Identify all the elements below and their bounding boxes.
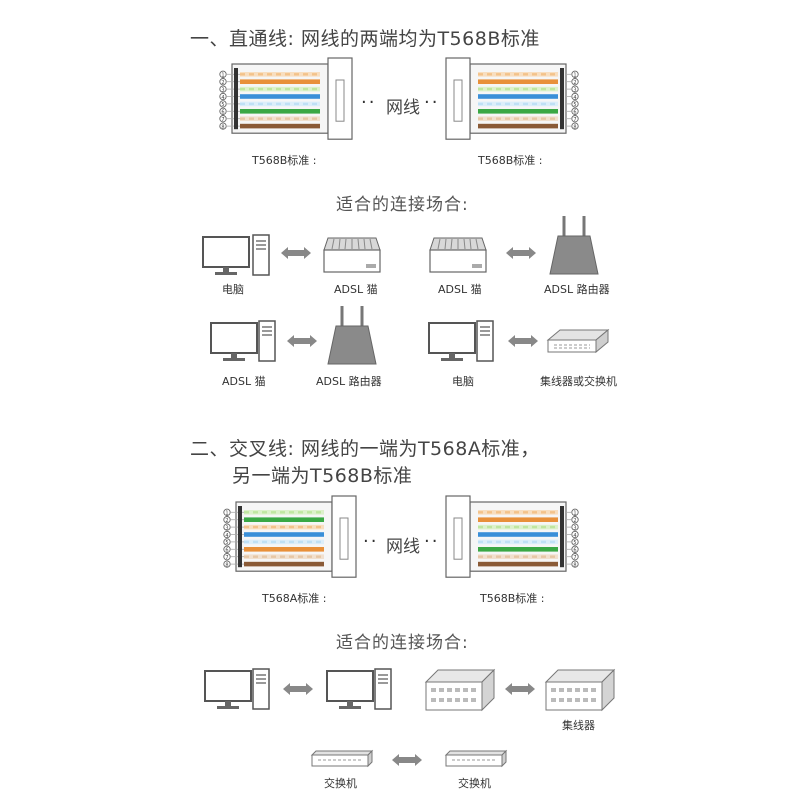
modem-icon [323, 237, 381, 273]
svg-text:8: 8 [573, 124, 576, 130]
section2-heading-line2: 另一端为T568B标准 [232, 465, 413, 487]
monitor-icon [326, 670, 374, 709]
caption-switch-1: 交换机 [324, 777, 357, 790]
switch-icon [444, 749, 508, 768]
right-standard-label-2: T568B标准 : [480, 592, 545, 605]
computer-tower-icon [476, 320, 494, 362]
right-standard-label: T568B标准 : [478, 154, 543, 167]
rj45-connector-left-t568b: 123 45 678 [219, 57, 353, 140]
left-standard-label: T568B标准 : [252, 154, 317, 167]
svg-text:5: 5 [573, 540, 576, 546]
svg-text:1: 1 [221, 73, 224, 79]
caption-computer-2: 电脑 [452, 375, 474, 388]
computer-tower-icon [252, 234, 270, 276]
svg-text:1: 1 [225, 511, 228, 517]
switch-icon [310, 749, 374, 768]
svg-text:8: 8 [573, 562, 576, 568]
svg-text:2: 2 [573, 80, 576, 86]
router-icon [549, 216, 599, 275]
svg-text:4: 4 [225, 533, 228, 539]
svg-text:3: 3 [225, 525, 228, 531]
router-icon [327, 306, 377, 365]
monitor-icon [202, 236, 250, 275]
svg-text:2: 2 [573, 518, 576, 524]
svg-text:1: 1 [573, 73, 576, 79]
rj45-connector-right-t568b: 123 45 678 [445, 57, 579, 140]
dots-right-2: ·· [424, 531, 440, 552]
svg-text:5: 5 [225, 540, 228, 546]
double-arrow-icon [392, 754, 422, 766]
computer-tower-icon [374, 668, 392, 710]
cable-label: 网线 [386, 98, 420, 118]
svg-text:7: 7 [573, 117, 576, 123]
double-arrow-icon [505, 683, 535, 695]
svg-text:6: 6 [221, 110, 224, 116]
svg-text:8: 8 [221, 124, 224, 130]
double-arrow-icon [508, 335, 538, 347]
svg-text:4: 4 [573, 95, 576, 101]
svg-text:8: 8 [225, 562, 228, 568]
svg-text:5: 5 [573, 102, 576, 108]
computer-tower-icon [252, 668, 270, 710]
scenarios-title-1: 适合的连接场合: [336, 195, 469, 215]
caption-hub-or-switch: 集线器或交换机 [540, 375, 617, 388]
svg-text:7: 7 [225, 555, 228, 561]
caption-adsl-router-2: ADSL 路由器 [316, 375, 382, 388]
monitor-icon [210, 322, 258, 361]
svg-text:1: 1 [573, 511, 576, 517]
monitor-icon [204, 670, 252, 709]
caption-switch-2: 交换机 [458, 777, 491, 790]
svg-text:6: 6 [573, 110, 576, 116]
hub-icon [544, 668, 616, 712]
rj45-connector-right-t568b: 123 45 678 [445, 495, 579, 578]
caption-hub: 集线器 [562, 719, 595, 732]
svg-text:4: 4 [573, 533, 576, 539]
svg-text:4: 4 [221, 95, 224, 101]
svg-text:3: 3 [573, 525, 576, 531]
rj45-connector-left-t568a: 123 45 678 [223, 495, 357, 578]
caption-adsl-modem-3: ADSL 猫 [222, 375, 266, 388]
svg-text:5: 5 [221, 102, 224, 108]
scenarios-title-2: 适合的连接场合: [336, 633, 469, 653]
hub-icon [424, 668, 496, 712]
monitor-icon [428, 322, 476, 361]
svg-text:7: 7 [573, 555, 576, 561]
svg-text:7: 7 [221, 117, 224, 123]
section2-heading-line1: 二、交叉线: 网线的一端为T568A标准， [190, 438, 540, 460]
caption-adsl-modem: ADSL 猫 [334, 283, 378, 296]
svg-text:6: 6 [225, 548, 228, 554]
dots-right: ·· [424, 92, 440, 113]
caption-adsl-router: ADSL 路由器 [544, 283, 610, 296]
caption-computer: 电脑 [222, 283, 244, 296]
double-arrow-icon [283, 683, 313, 695]
computer-tower-icon [258, 320, 276, 362]
double-arrow-icon [287, 335, 317, 347]
svg-text:2: 2 [225, 518, 228, 524]
svg-text:6: 6 [573, 548, 576, 554]
dots-left: ·· [361, 92, 377, 113]
dots-left-2: ·· [363, 531, 379, 552]
caption-adsl-modem-2: ADSL 猫 [438, 283, 482, 296]
switch-icon [546, 328, 610, 354]
section1-heading: 一、直通线: 网线的两端均为T568B标准 [190, 28, 540, 50]
svg-text:3: 3 [221, 87, 224, 93]
left-standard-label-2: T568A标准 : [262, 592, 327, 605]
svg-text:2: 2 [221, 80, 224, 86]
cable-label-2: 网线 [386, 537, 420, 557]
modem-icon [429, 237, 487, 273]
double-arrow-icon [281, 247, 311, 259]
svg-text:3: 3 [573, 87, 576, 93]
double-arrow-icon [506, 247, 536, 259]
